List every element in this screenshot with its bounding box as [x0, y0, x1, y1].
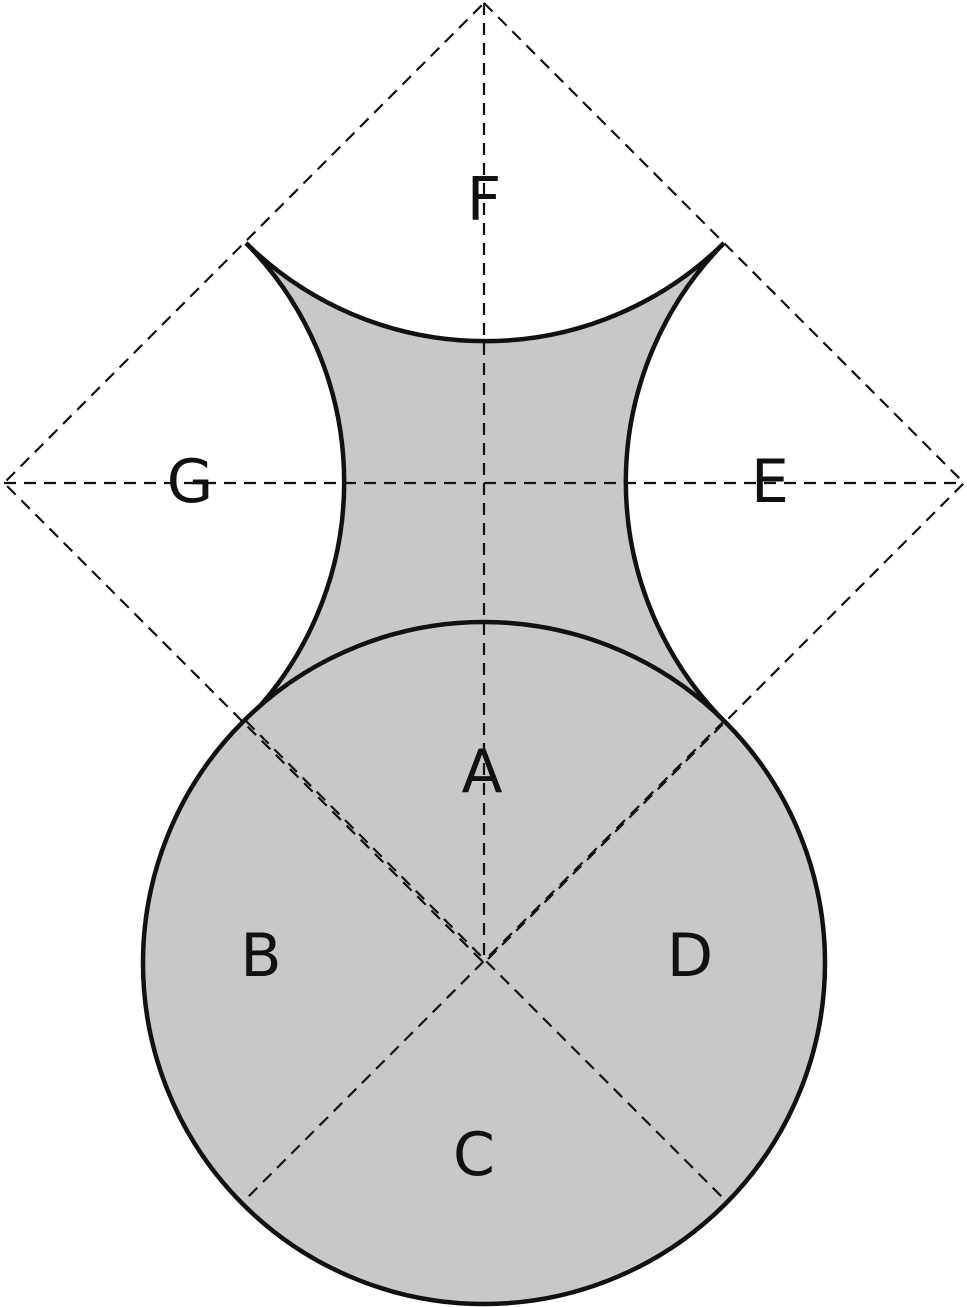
diagonal-dashed-2 — [245, 720, 725, 1200]
label-a: A — [461, 737, 502, 807]
label-c: C — [453, 1120, 495, 1190]
label-g: G — [167, 447, 214, 517]
diagonal-dashed-1 — [245, 720, 725, 1200]
dashed-square — [2, 1, 966, 965]
shaded-circle — [140, 619, 828, 1307]
label-e: E — [751, 447, 789, 517]
label-b: B — [240, 921, 281, 991]
label-f: F — [467, 165, 502, 235]
label-d: D — [667, 921, 713, 991]
